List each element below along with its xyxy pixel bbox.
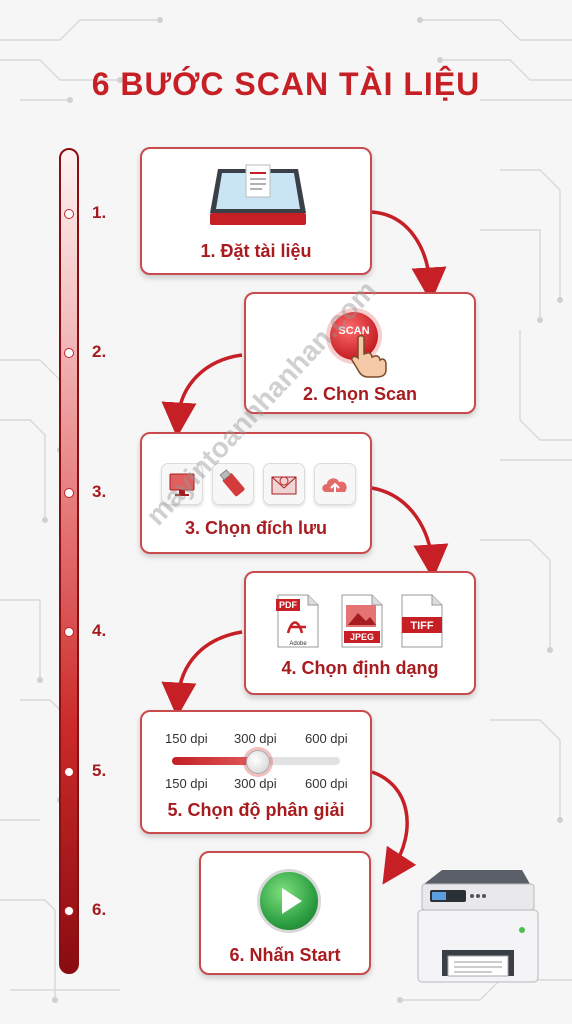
page-title: 6 BƯỚC SCAN TÀI LIỆU: [91, 66, 481, 102]
dpi-option-600[interactable]: 600 dpi: [305, 731, 348, 746]
hand-pointer-icon: [351, 335, 387, 378]
pdf-file-icon[interactable]: PDF Adobe: [276, 593, 320, 649]
progress-timeline: [59, 148, 79, 974]
resolution-slider-knob[interactable]: [246, 750, 270, 774]
step-2-label: 2. Chọn Scan: [302, 384, 418, 404]
step-1-label: 1. Đặt tài liệu: [200, 241, 312, 261]
cloud-upload-icon[interactable]: [314, 463, 356, 505]
scan-button-text: SCAN: [338, 325, 370, 337]
step-4-label: 4. Chọn định dạng: [281, 658, 439, 678]
dpi-tick-150: 150 dpi: [165, 776, 208, 791]
dpi-tick-600: 600 dpi: [305, 776, 348, 791]
timeline-dot: [64, 767, 74, 777]
dpi-option-150[interactable]: 150 dpi: [165, 731, 208, 746]
step-6-card[interactable]: 6. Nhấn Start: [199, 851, 371, 975]
tiff-file-icon[interactable]: TIFF: [400, 593, 444, 649]
timeline-dot: [64, 348, 74, 358]
step-3-label: 3. Chọn đích lưu: [184, 518, 328, 538]
timeline-dot: [64, 906, 74, 916]
jpeg-file-icon[interactable]: JPEG: [340, 593, 384, 649]
scan-button-icon[interactable]: SCAN: [330, 312, 378, 360]
timeline-label-1: 1.: [92, 203, 107, 222]
step-2-card[interactable]: SCAN 2. Chọn Scan: [244, 292, 476, 414]
jpeg-format-text: JPEG: [350, 632, 374, 642]
timeline-label-6: 6.: [92, 900, 107, 919]
step-5-label: 5. Chọn độ phân giải: [167, 800, 345, 820]
computer-icon[interactable]: [161, 463, 203, 505]
email-icon[interactable]: [263, 463, 305, 505]
timeline-dot: [64, 488, 74, 498]
timeline-label-3: 3.: [92, 482, 107, 501]
flatbed-scanner-icon: [210, 164, 306, 225]
tiff-format-text: TIFF: [410, 620, 433, 632]
dpi-tick-300: 300 dpi: [234, 776, 277, 791]
play-icon[interactable]: [257, 869, 321, 933]
pdf-format-text: PDF: [279, 600, 298, 610]
step-6-label: 6. Nhấn Start: [229, 945, 341, 965]
timeline-label-2: 2.: [92, 342, 107, 361]
timeline-dot: [64, 627, 74, 637]
timeline-dot: [64, 209, 74, 219]
pdf-sub-text: Adobe: [289, 641, 307, 647]
dpi-option-300[interactable]: 300 dpi: [234, 731, 277, 746]
usb-icon[interactable]: [212, 463, 254, 505]
timeline-label-4: 4.: [92, 621, 107, 640]
printer-icon: [417, 870, 539, 983]
step-1-card[interactable]: 1. Đặt tài liệu: [140, 147, 372, 275]
timeline-label-5: 5.: [92, 761, 107, 780]
